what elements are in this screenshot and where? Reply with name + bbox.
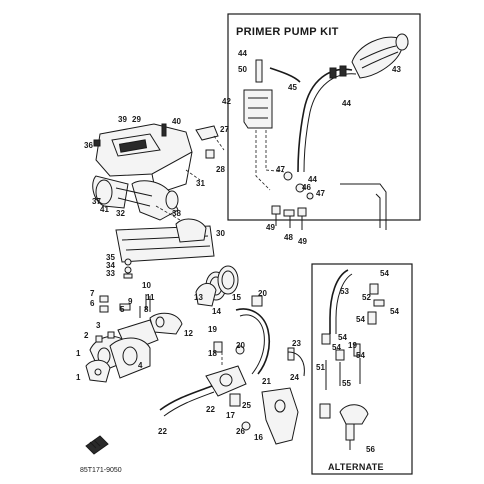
label-28: 28 bbox=[216, 165, 225, 174]
pp-label-44c: 44 bbox=[308, 175, 317, 184]
pp-label-50: 50 bbox=[238, 65, 247, 74]
label-6: 6 bbox=[90, 299, 95, 308]
pp-label-47b: 47 bbox=[316, 189, 325, 198]
label-7: 7 bbox=[90, 289, 95, 298]
primer-bulb bbox=[351, 33, 409, 79]
label-4: 4 bbox=[138, 361, 143, 370]
label-30: 30 bbox=[216, 229, 225, 238]
primer-pump-kit-title: PRIMER PUMP KIT bbox=[236, 26, 339, 38]
label-9: 9 bbox=[128, 297, 133, 306]
label-2: 2 bbox=[84, 331, 89, 340]
label-33: 33 bbox=[106, 269, 115, 278]
alt-label-52: 52 bbox=[362, 293, 371, 302]
drawing-id-block: 85T171-9050 bbox=[80, 435, 122, 474]
alternate-group: 53 54 52 54 54 51 54 54 19 54 55 56 ALTE… bbox=[311, 263, 413, 475]
pp-label-42: 42 bbox=[222, 97, 231, 106]
label-23: 23 bbox=[292, 339, 301, 348]
alt-label-54f: 54 bbox=[356, 351, 365, 360]
label-15: 15 bbox=[232, 293, 241, 302]
air-intake-assembly: 39 29 40 27 36 28 31 37 41 32 38 30 35 3… bbox=[84, 115, 229, 279]
pp-label-48: 48 bbox=[284, 233, 293, 242]
alternate-title: ALTERNATE bbox=[328, 462, 384, 472]
label-22a: 22 bbox=[206, 405, 215, 414]
label-17: 17 bbox=[226, 411, 235, 420]
hose-clip-icon bbox=[85, 435, 109, 455]
pp-label-45: 45 bbox=[288, 83, 297, 92]
label-8: 8 bbox=[144, 305, 149, 314]
label-1b: 1 bbox=[76, 373, 81, 382]
label-1a: 1 bbox=[76, 349, 81, 358]
label-38: 38 bbox=[172, 209, 181, 218]
label-37: 37 bbox=[92, 197, 101, 206]
alt-label-19: 19 bbox=[348, 341, 357, 350]
label-36: 36 bbox=[84, 141, 93, 150]
alt-label-54c: 54 bbox=[356, 315, 365, 324]
label-29: 29 bbox=[132, 115, 141, 124]
label-20a: 20 bbox=[258, 289, 267, 298]
pp-label-44a: 44 bbox=[238, 49, 247, 58]
alt-label-54a: 54 bbox=[380, 269, 389, 278]
alt-label-54b: 54 bbox=[390, 307, 399, 316]
reed-valve-stack: 3 2 1 1 4 bbox=[76, 321, 151, 383]
alt-label-54e: 54 bbox=[332, 343, 341, 352]
drawing-code: 85T171-9050 bbox=[80, 467, 122, 474]
label-31: 31 bbox=[196, 179, 205, 188]
label-34: 34 bbox=[106, 261, 115, 270]
primer-fittings bbox=[271, 171, 314, 230]
label-40: 40 bbox=[172, 117, 181, 126]
label-41: 41 bbox=[100, 205, 109, 214]
label-27: 27 bbox=[220, 125, 229, 134]
label-14: 14 bbox=[212, 307, 221, 316]
pp-label-49a: 49 bbox=[266, 223, 275, 232]
label-18: 18 bbox=[208, 349, 217, 358]
intake-manifold-parts: 10 11 7 9 6 8 5 12 14 13 15 20 bbox=[90, 265, 271, 375]
alt-label-53: 53 bbox=[340, 287, 349, 296]
pp-label-46: 46 bbox=[302, 183, 311, 192]
label-19: 19 bbox=[208, 325, 217, 334]
alt-label-56: 56 bbox=[366, 445, 375, 454]
primer-pump-kit-frame bbox=[227, 13, 421, 221]
primer-pump-kit-group: PRIMER PUMP KIT bbox=[222, 13, 421, 246]
label-24: 24 bbox=[290, 373, 299, 382]
fuel-pump-assembly: 19 18 20 23 24 21 22 17 25 26 16 22 bbox=[158, 325, 305, 445]
pp-label-47a: 47 bbox=[276, 165, 285, 174]
label-10: 10 bbox=[142, 281, 151, 290]
pp-label-43: 43 bbox=[392, 65, 401, 74]
label-16: 16 bbox=[254, 433, 263, 442]
alternate-frame bbox=[311, 263, 413, 475]
label-39: 39 bbox=[118, 115, 127, 124]
label-12: 12 bbox=[184, 329, 193, 338]
alt-label-55: 55 bbox=[342, 379, 351, 388]
label-35: 35 bbox=[106, 253, 115, 262]
alt-label-51: 51 bbox=[316, 363, 325, 372]
label-26: 26 bbox=[236, 427, 245, 436]
pp-label-44b: 44 bbox=[342, 99, 351, 108]
label-25: 25 bbox=[242, 401, 251, 410]
label-32: 32 bbox=[116, 209, 125, 218]
label-20b: 20 bbox=[236, 341, 245, 350]
label-5: 5 bbox=[120, 305, 125, 314]
alt-label-54d: 54 bbox=[338, 333, 347, 342]
label-3: 3 bbox=[96, 321, 101, 330]
label-21: 21 bbox=[262, 377, 271, 386]
label-22b: 22 bbox=[158, 427, 167, 436]
label-13: 13 bbox=[194, 293, 203, 302]
pp-label-49b: 49 bbox=[298, 237, 307, 246]
label-11: 11 bbox=[146, 293, 155, 302]
